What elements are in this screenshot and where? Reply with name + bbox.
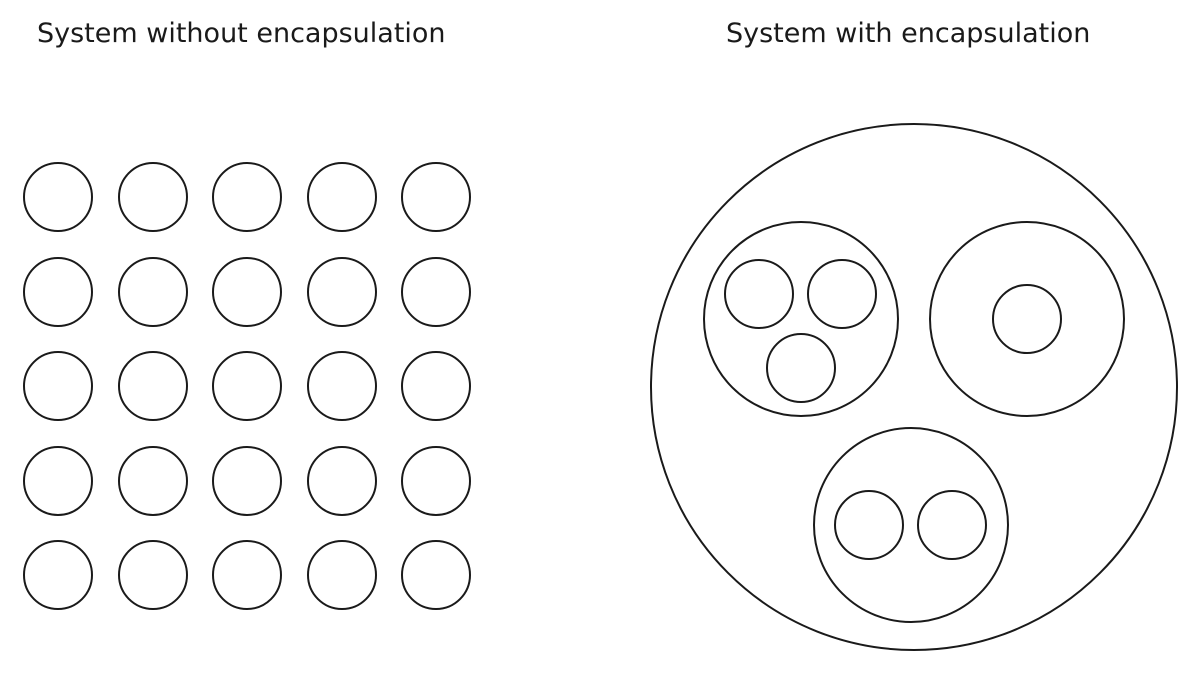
grid-component-circle — [212, 257, 282, 327]
module-boundary-circle — [703, 221, 899, 417]
grid-component-circle — [23, 162, 93, 232]
component-circle — [992, 284, 1062, 354]
grid-component-circle — [23, 540, 93, 610]
grid-component-circle — [401, 162, 471, 232]
encapsulated-system — [650, 123, 1178, 651]
grid-component-circle — [212, 446, 282, 516]
grid-component-circle — [307, 351, 377, 421]
grid-component-circle — [212, 540, 282, 610]
grid-component-circle — [118, 257, 188, 327]
module-boundary-circle — [813, 427, 1009, 623]
system-boundary-circle — [650, 123, 1178, 651]
grid-component-circle — [401, 351, 471, 421]
grid-component-circle — [118, 351, 188, 421]
left-panel-title: System without encapsulation — [37, 18, 446, 49]
grid-component-circle — [23, 446, 93, 516]
component-circle — [766, 333, 836, 403]
grid-component-circle — [307, 162, 377, 232]
component-circle — [834, 490, 904, 560]
component-circle — [724, 259, 794, 329]
grid-component-circle — [401, 540, 471, 610]
grid-component-circle — [307, 540, 377, 610]
module-group-two — [813, 427, 1009, 623]
module-group-three — [703, 221, 899, 417]
grid-component-circle — [23, 351, 93, 421]
right-panel-title: System with encapsulation — [726, 18, 1091, 49]
grid-component-circle — [118, 162, 188, 232]
grid-component-circle — [23, 257, 93, 327]
grid-component-circle — [307, 446, 377, 516]
unencapsulated-grid — [23, 162, 471, 610]
module-boundary-circle — [929, 221, 1125, 417]
grid-component-circle — [212, 162, 282, 232]
grid-component-circle — [118, 446, 188, 516]
grid-component-circle — [118, 540, 188, 610]
grid-component-circle — [307, 257, 377, 327]
component-circle — [807, 259, 877, 329]
grid-component-circle — [401, 446, 471, 516]
component-circle — [917, 490, 987, 560]
grid-component-circle — [212, 351, 282, 421]
grid-component-circle — [401, 257, 471, 327]
module-group-one — [929, 221, 1125, 417]
